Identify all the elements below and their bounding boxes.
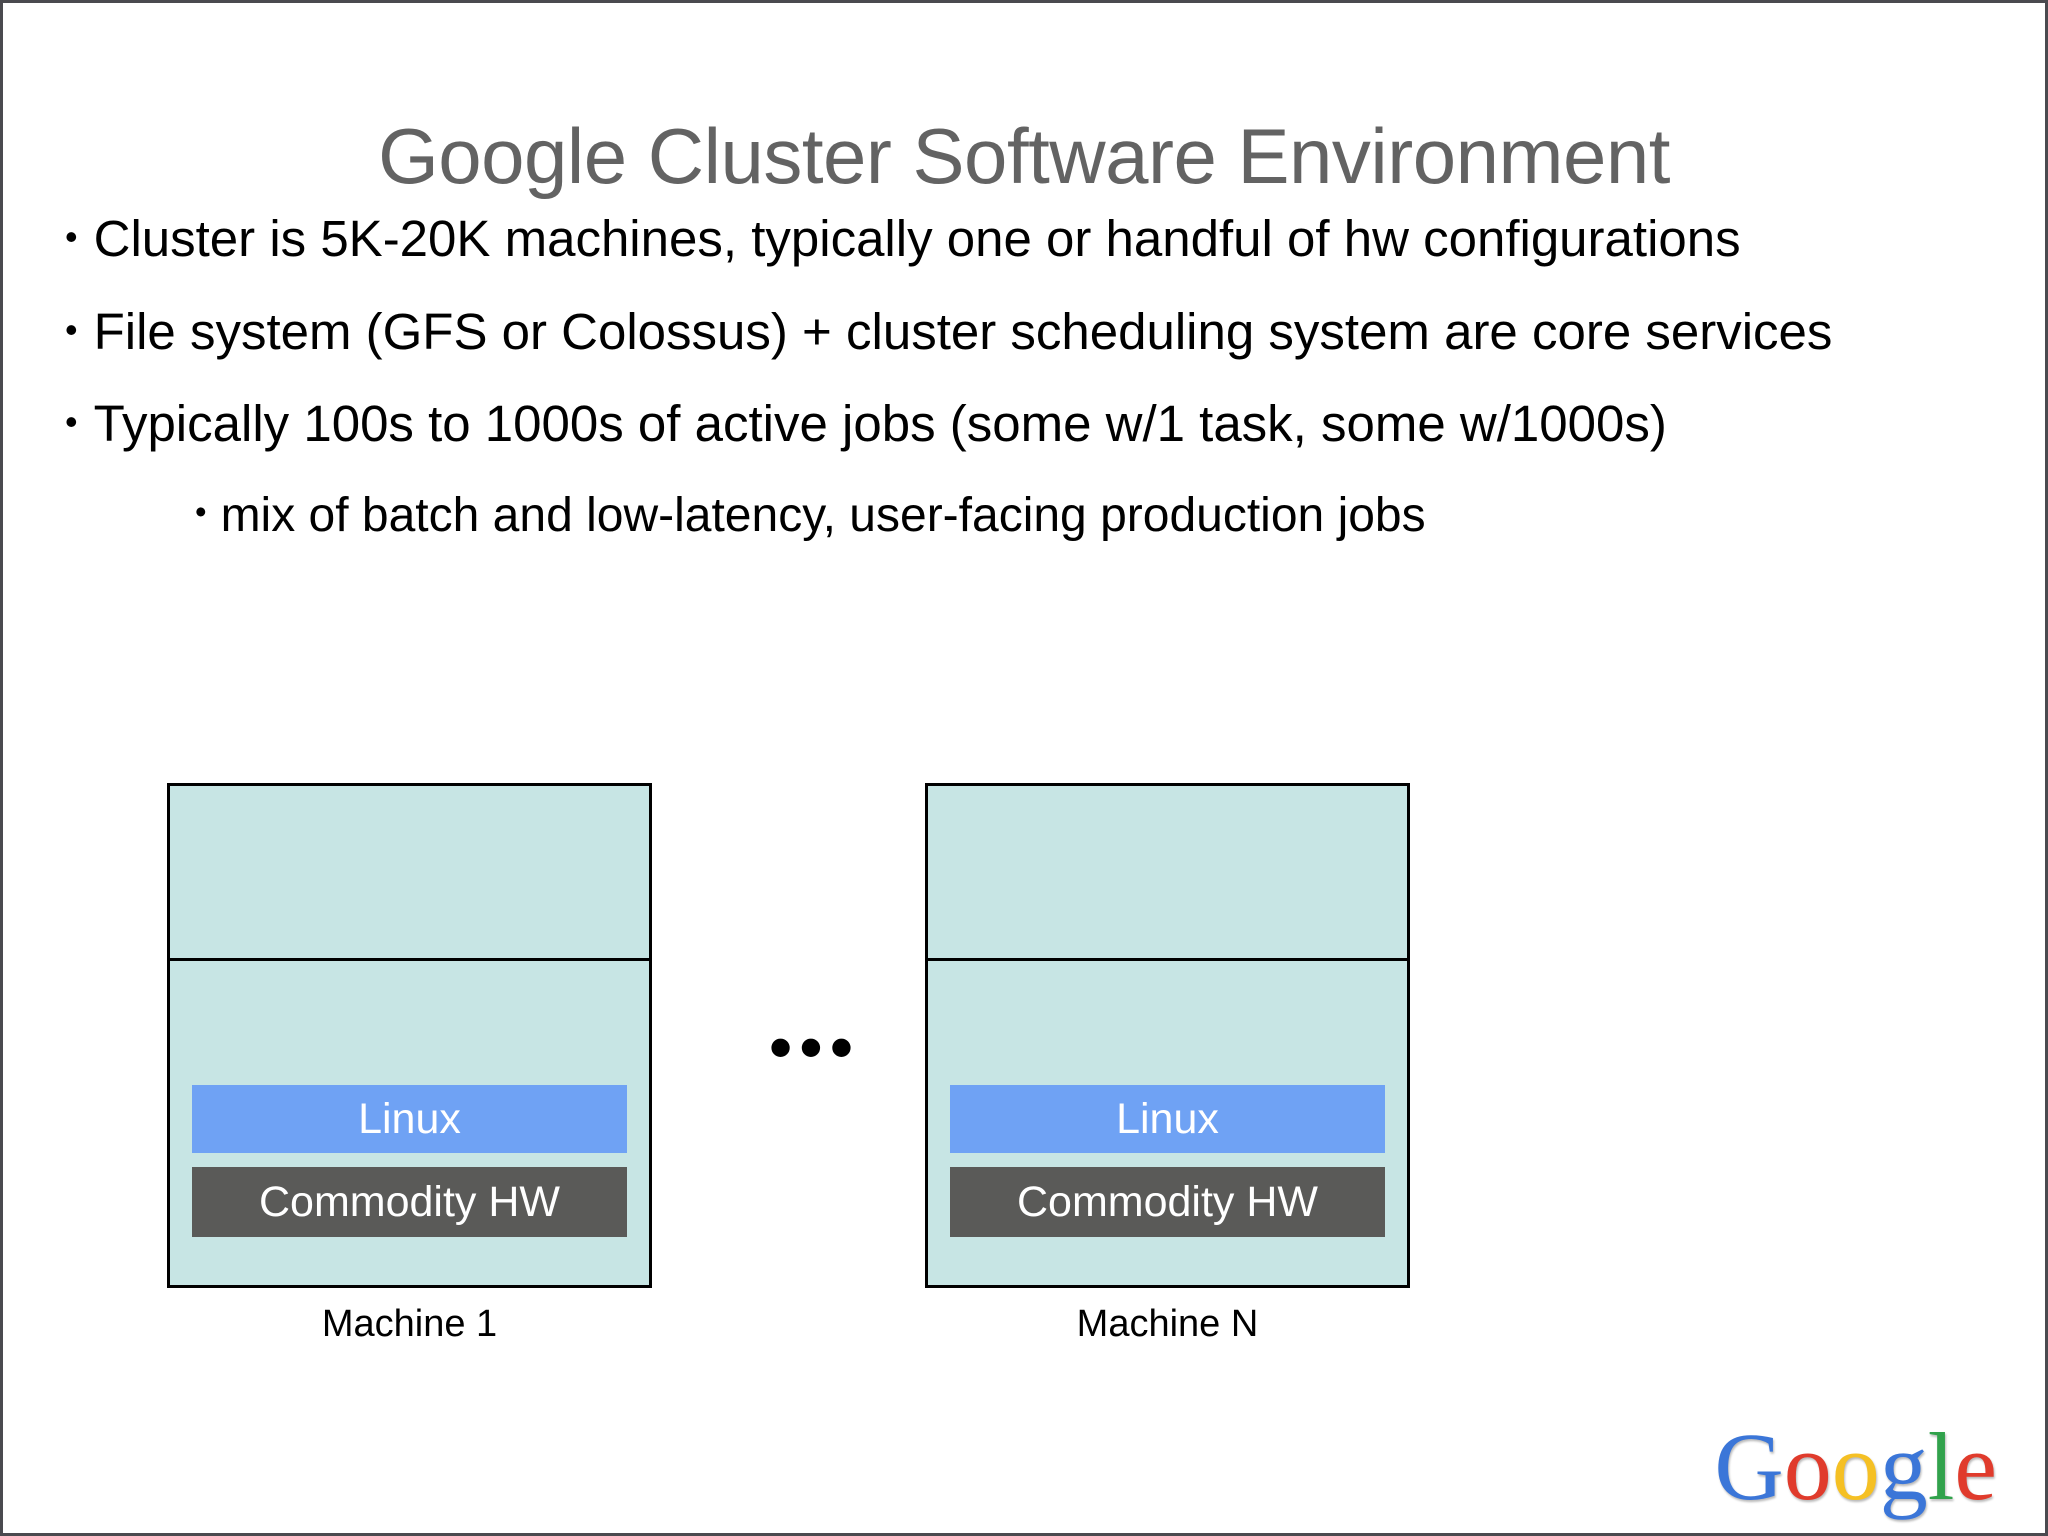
bullet-item-1: • Cluster is 5K-20K machines, typically …: [65, 208, 1995, 271]
layer-linux-n: Linux: [950, 1085, 1385, 1153]
layer-label: Linux: [1116, 1094, 1219, 1143]
layer-commodity-hw-n: Commodity HW: [950, 1167, 1385, 1237]
sub-bullet-item-1: • mix of batch and low-latency, user-fac…: [195, 486, 1995, 545]
page-title: Google Cluster Software Environment: [378, 112, 1670, 201]
sub-bullet-text: mix of batch and low-latency, user-facin…: [220, 489, 1426, 543]
logo-letter-g2: g: [1879, 1413, 1928, 1520]
layer-label: Linux: [358, 1094, 461, 1143]
logo-letter-g1: G: [1714, 1413, 1784, 1520]
machine-divider-line: [928, 958, 1407, 961]
layer-label: Commodity HW: [1016, 1177, 1319, 1226]
bullet-marker-icon: •: [65, 216, 78, 257]
bullet-item-2: • File system (GFS or Colossus) + cluste…: [65, 301, 1995, 364]
machine-box-n: Linux Commodity HW: [925, 783, 1410, 1288]
google-logo: Google: [1714, 1419, 1997, 1515]
bullet-marker-icon: •: [195, 493, 207, 531]
bullet-list: • Cluster is 5K-20K machines, typically …: [65, 208, 1995, 545]
logo-letter-e: e: [1954, 1413, 1997, 1520]
bullet-text: Typically 100s to 1000s of active jobs (…: [93, 395, 1667, 453]
logo-letter-l: l: [1927, 1413, 1955, 1520]
machine-caption-1: Machine 1: [321, 1303, 498, 1345]
machine-divider-line: [170, 958, 649, 961]
machine-box-1: Linux Commodity HW: [167, 783, 652, 1288]
bullet-text: Cluster is 5K-20K machines, typically on…: [93, 210, 1741, 267]
bullet-marker-icon: •: [65, 308, 78, 350]
ellipsis-icon: •••: [769, 1011, 861, 1083]
bullet-text: File system (GFS or Colossus) + cluster …: [93, 302, 1833, 360]
bullet-item-3: • Typically 100s to 1000s of active jobs…: [65, 393, 1995, 456]
bullet-marker-icon: •: [65, 401, 78, 443]
machine-caption-n: Machine N: [1076, 1303, 1259, 1345]
logo-letter-o2: o: [1831, 1413, 1880, 1520]
layer-linux-1: Linux: [192, 1085, 627, 1153]
cluster-diagram: Linux Commodity HW Machine 1 ••• Linux C…: [3, 783, 2045, 1345]
logo-letter-o1: o: [1783, 1413, 1832, 1520]
layer-label: Commodity HW: [258, 1177, 561, 1226]
layer-commodity-hw-1: Commodity HW: [192, 1167, 627, 1237]
